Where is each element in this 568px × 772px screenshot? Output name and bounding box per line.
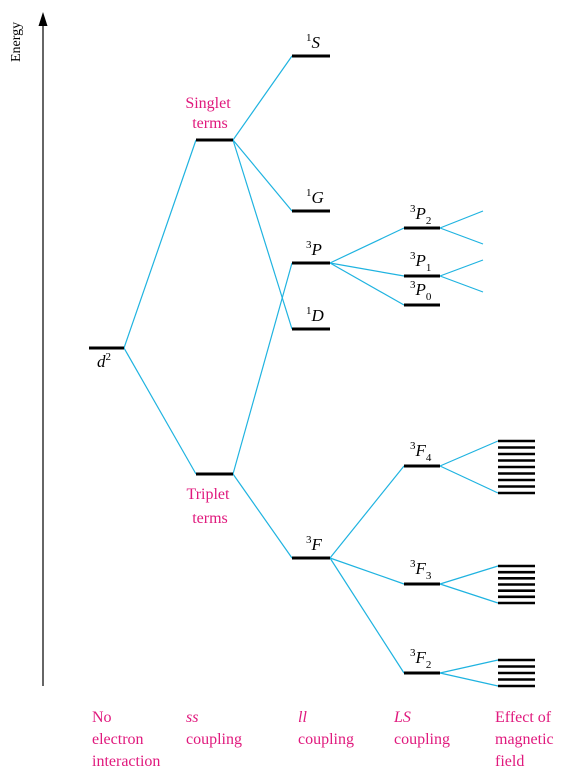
column-label-LS-coupling: LS coupling: [393, 709, 450, 748]
connector-3P-3P2: [329, 227, 405, 264]
connector-lines: [123, 55, 499, 687]
connector-3P2-down: [439, 227, 484, 245]
column-label-magnetic-field: Effect of magnetic field: [495, 709, 558, 770]
connector-3P1-down: [439, 275, 484, 293]
energy-levels: [89, 54, 440, 675]
term-label-1D: 1D: [306, 305, 325, 325]
connector-singlet-1D: [232, 139, 293, 330]
term-label-1S: 1S: [306, 32, 321, 52]
connector-3F3-down: [439, 583, 499, 604]
zeeman-sublevels-3F3: [498, 564, 535, 605]
term-label-3P2: 3P2: [410, 203, 431, 227]
connector-3F3-up: [439, 565, 499, 585]
connector-d2-triplet: [123, 347, 197, 475]
connector-3F-3F2: [329, 557, 405, 674]
term-label-3P0: 3P0: [410, 279, 432, 303]
term-label-3P1: 3P1: [410, 250, 431, 274]
term-label-3F2: 3F2: [410, 647, 431, 671]
connector-3F2-down: [439, 672, 499, 687]
column-label-ll-coupling: ll coupling: [298, 709, 354, 748]
column-label-no-electron-interaction: No electron interaction: [92, 709, 160, 770]
energy-axis-label: Energy: [9, 22, 24, 62]
term-label-1G: 1G: [306, 187, 324, 207]
triplet-terms-label: Triplet terms: [187, 486, 234, 527]
connector-singlet-1G: [232, 139, 293, 212]
connector-3F-3F4: [329, 465, 405, 559]
connector-3F4-up: [439, 440, 499, 467]
term-label-3F3: 3F3: [410, 558, 432, 582]
connector-triplet-3P: [232, 262, 293, 475]
zeeman-sublevels-3F2: [498, 658, 535, 688]
energy-axis-arrowhead: [38, 12, 48, 26]
connector-triplet-3F: [232, 473, 293, 559]
connector-3P1-up: [439, 259, 484, 277]
term-label-d2: d2: [97, 351, 111, 371]
connector-3F-3F3: [329, 557, 405, 585]
connector-3F2-up: [439, 659, 499, 674]
connector-3P-3P1: [329, 262, 405, 277]
column-label-ss-coupling: ss coupling: [186, 709, 242, 748]
term-label-3F: 3F: [306, 534, 323, 554]
connector-singlet-1S: [232, 55, 293, 141]
connector-3P2-up: [439, 210, 484, 229]
connector-d2-singlet: [123, 139, 197, 349]
connector-3P-3P0: [329, 262, 405, 306]
singlet-terms-label: Singlet terms: [185, 95, 234, 132]
term-label-3P: 3P: [306, 239, 322, 259]
zeeman-sublevels-3F4: [498, 439, 535, 495]
term-label-3F4: 3F4: [410, 440, 432, 464]
connector-3F4-down: [439, 465, 499, 494]
